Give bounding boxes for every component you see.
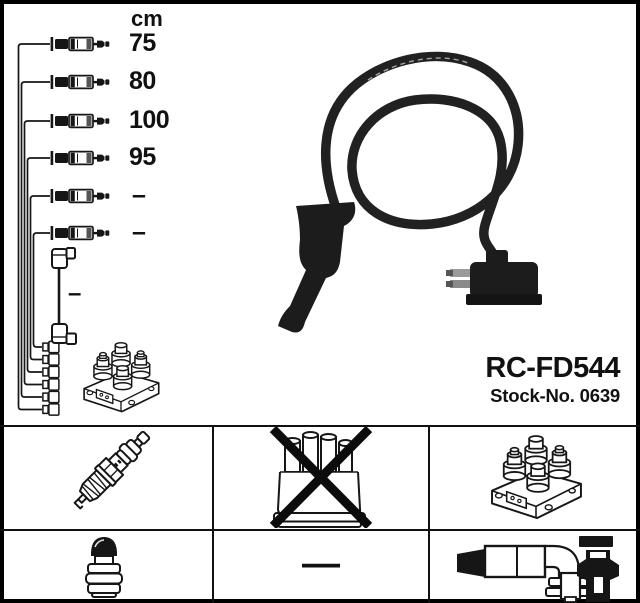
cable-photo xyxy=(278,51,542,333)
spark-plug-boot xyxy=(278,202,356,333)
distributor-cap-crossed-out-icon xyxy=(269,427,373,529)
cable-length-1: 75 xyxy=(129,29,156,57)
coil-wire-length: – xyxy=(68,280,82,307)
coil-wire-drawing xyxy=(51,247,77,345)
part-number-block: RC-FD544 Stock-No. 0639 xyxy=(485,353,620,406)
ignition-coil-pack-drawing xyxy=(83,341,160,413)
ignition-coil-pack-icon xyxy=(491,435,582,520)
stock-number: Stock-No. 0639 xyxy=(490,385,620,407)
terminal-nut-icon xyxy=(85,536,123,598)
legend-cell-spark-plug xyxy=(0,427,214,531)
legend-cell-distributor-cap xyxy=(214,427,430,531)
main-figure xyxy=(17,36,542,416)
cross-out-x xyxy=(269,427,373,529)
legend-cell-connectors xyxy=(430,531,640,603)
connector-set-icon xyxy=(457,535,619,603)
cable-drawings xyxy=(50,36,110,241)
spark-plug-icon xyxy=(73,431,151,510)
legend-cell-dash: — xyxy=(214,530,430,603)
legend-cell-terminal-nut xyxy=(0,530,214,603)
part-number: RC-FD544 xyxy=(485,352,620,384)
unit-header: cm xyxy=(131,6,163,31)
connector-stack xyxy=(42,340,60,416)
cable-printing xyxy=(367,57,469,81)
cable-length-4: 95 xyxy=(129,143,156,171)
legend-cell-coil-pack xyxy=(430,427,640,531)
cable-length-6: – xyxy=(132,218,146,246)
cable-loop xyxy=(320,51,524,263)
cable-length-5: – xyxy=(132,181,146,209)
cable-length-2: 80 xyxy=(129,67,156,95)
coil-connector-end xyxy=(446,250,542,305)
cable-set-schematic xyxy=(17,43,50,411)
compatibility-legend-table: — xyxy=(0,425,640,603)
cable-length-3: 100 xyxy=(129,106,170,134)
